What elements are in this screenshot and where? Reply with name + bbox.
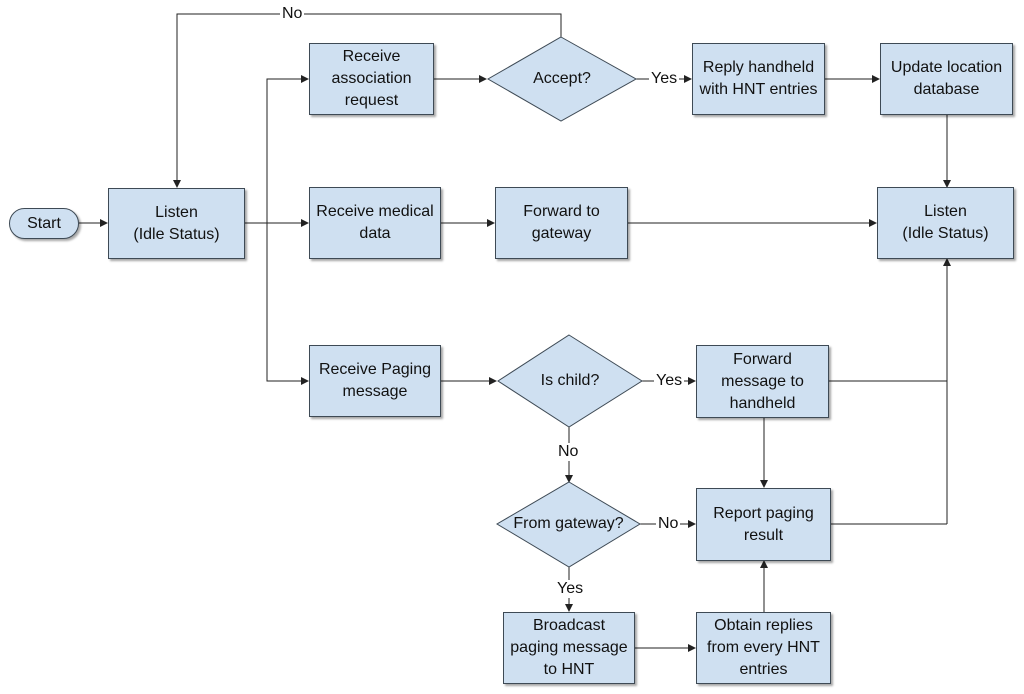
listen-idle-left: Listen (Idle Status) (108, 188, 245, 259)
fromgateway-yes-label: Yes (555, 580, 586, 598)
accept-yes-label: Yes (649, 70, 680, 88)
ischild-yes-label: Yes (654, 372, 685, 390)
edge-listen-paging (266, 223, 309, 385)
receive-association-label: Receive association request (331, 48, 412, 109)
update-location-box: Update location database (880, 43, 1013, 115)
edge-listen-branch (266, 75, 309, 223)
report-paging-box: Report paging result (696, 488, 831, 561)
receive-association-box: Receive association request (309, 43, 434, 115)
broadcast-paging-label: Broadcast paging message to HNT (510, 617, 628, 678)
forward-gateway-label: Forward to gateway (523, 203, 600, 242)
start-label: Start (27, 214, 61, 232)
listen-idle-right: Listen (Idle Status) (877, 187, 1014, 259)
accept-no-label: No (280, 5, 305, 23)
forward-handheld-label: Forward message to handheld (721, 350, 804, 412)
update-location-label: Update location database (890, 59, 1003, 98)
reply-handheld-label: Reply handheld with HNT entries (699, 59, 818, 98)
receive-paging-label: Receive Paging message (318, 361, 432, 400)
receive-medical-label: Receive medical data (316, 203, 434, 242)
report-paging-label: Report paging result (713, 504, 814, 544)
ischild-no-label: No (556, 443, 581, 461)
obtain-replies-label: Obtain replies from every HNT entries (707, 617, 820, 678)
listen-idle-left-label: Listen (Idle Status) (133, 203, 220, 243)
edge-accept-no (173, 13, 562, 188)
accept-decision-shape (486, 36, 638, 122)
ischild-decision-shape (497, 334, 643, 428)
forward-gateway-box: Forward to gateway (495, 187, 628, 259)
forward-handheld-box: Forward message to handheld (696, 345, 829, 418)
reply-handheld-box: Reply handheld with HNT entries (692, 43, 825, 115)
receive-medical-box: Receive medical data (309, 187, 441, 259)
obtain-replies-box: Obtain replies from every HNT entries (696, 612, 831, 684)
listen-idle-right-label: Listen (Idle Status) (902, 203, 989, 242)
fromgateway-decision-shape (496, 481, 641, 568)
fromgateway-no-label: No (656, 515, 681, 533)
receive-paging-box: Receive Paging message (309, 345, 441, 417)
broadcast-paging-box: Broadcast paging message to HNT (503, 612, 635, 684)
start-terminator: Start (9, 208, 79, 239)
